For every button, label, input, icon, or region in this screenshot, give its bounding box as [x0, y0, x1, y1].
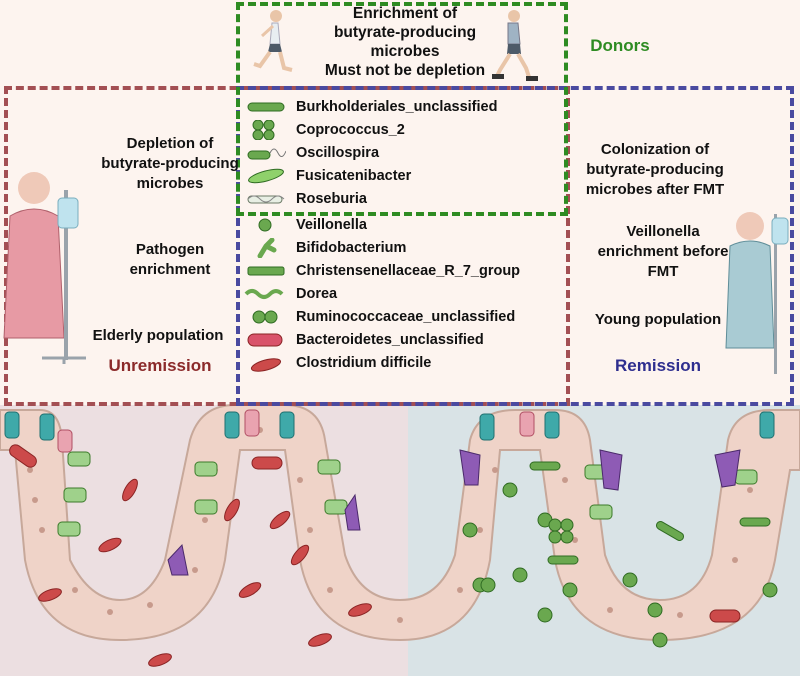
epithelial-cells: [4, 409, 775, 576]
depletion-line1: Depletion of: [126, 135, 214, 152]
elderly-population-label: Elderly population: [92, 327, 224, 344]
remission-box: [236, 86, 794, 406]
pathogen-line2: enrichment: [129, 261, 211, 278]
legend-item-fusicatenibacter: Fusicatenibacter: [244, 165, 411, 187]
donors-line3: microbes: [370, 43, 440, 60]
depletion-description: Depletion of butyrate-producing microbes: [90, 134, 250, 194]
colonization-line3: microbes after FMT: [585, 181, 725, 198]
coccus-green-icon: [258, 218, 272, 232]
runner-right-icon: [492, 10, 538, 81]
legend-item-christensenellaceae: Christensenellaceae_R_7_group: [244, 260, 520, 282]
legend-label: Dorea: [296, 286, 338, 302]
spindle-green-icon: [248, 168, 284, 184]
legend-item-veillonella: Veillonella: [244, 214, 367, 236]
legend-item-bacteroidetes: Bacteroidetes_unclassified: [244, 329, 484, 351]
remission-title: Remission: [615, 356, 701, 375]
legend-label: Clostridium difficile: [296, 355, 432, 371]
long-rod-green-icon: [247, 266, 285, 276]
legend-item-burkholderiales: Burkholderiales_unclassified: [244, 96, 497, 118]
pathogen-bacteria: [9, 444, 741, 667]
runner-left-icon: [253, 10, 293, 72]
legend-item-ruminococcaceae: Ruminococcaceae_unclassified: [244, 306, 515, 328]
pathogen-line1: Pathogen: [135, 241, 205, 258]
donors-line1: Enrichment of: [352, 5, 458, 22]
legend-label: Christensenellaceae_R_7_group: [296, 263, 521, 279]
legend-item-dorea: Dorea: [244, 283, 337, 305]
legend-item-bifidobacterium: Bifidobacterium: [244, 237, 406, 259]
veillonella-line2: enrichment before: [597, 243, 729, 260]
spore-red-icon: [250, 358, 282, 372]
flagellated-rod-icon: [247, 148, 286, 160]
donors-box: [236, 2, 568, 216]
legend-item-coprococcus: Coprococcus_2: [244, 119, 405, 141]
colonization-description: Colonization of butyrate-producing micro…: [570, 140, 740, 200]
donors-description: Enrichment of butyrate-producing microbe…: [270, 4, 540, 80]
depletion-line3: microbes: [136, 175, 204, 192]
branched-rod-icon: [257, 238, 277, 258]
donors-title: Donors: [590, 36, 650, 55]
chain-rod-icon: [247, 195, 285, 204]
veillonella-description: Veillonella enrichment before FMT: [578, 222, 748, 282]
depletion-line2: butyrate-producing: [101, 155, 239, 172]
legend-label: Burkholderiales_unclassified: [296, 99, 498, 115]
donors-line4: Must not be depletion: [324, 62, 486, 79]
young-patient-icon: [725, 212, 789, 374]
legend-label: Fusicatenibacter: [296, 168, 412, 184]
legend-item-oscillospira: Oscillospira: [244, 142, 379, 164]
veillonella-line1: Veillonella: [626, 223, 700, 240]
legend-label: Bacteroidetes_unclassified: [296, 332, 484, 348]
legend-label: Coprococcus_2: [296, 122, 405, 138]
unremission-title: Unremission: [108, 356, 212, 375]
rod-green-icon: [247, 102, 285, 112]
colonization-line1: Colonization of: [600, 141, 710, 158]
rod-red-icon: [247, 333, 283, 347]
veillonella-line3: FMT: [647, 263, 679, 280]
legend-item-clostridium: Clostridium difficile: [244, 352, 431, 374]
legend-label: Ruminococcaceae_unclassified: [296, 309, 516, 325]
donors-line2: butyrate-producing: [333, 24, 477, 41]
legend-label: Bifidobacterium: [296, 240, 407, 256]
diplococcus-green-icon: [252, 310, 278, 324]
legend-item-roseburia: Roseburia: [244, 188, 367, 210]
colonization-line2: butyrate-producing: [586, 161, 724, 178]
legend-label: Veillonella: [296, 217, 367, 233]
legend-label: Roseburia: [296, 191, 367, 207]
beneficial-bacteria: [462, 461, 778, 648]
wavy-chain-icon: [244, 289, 284, 299]
pathogen-description: Pathogen enrichment: [100, 240, 240, 280]
legend-label: Oscillospira: [296, 145, 380, 161]
tetrad-green-icon: [252, 120, 275, 140]
elderly-patient-icon: [3, 172, 86, 364]
young-population-label: Young population: [594, 311, 722, 328]
